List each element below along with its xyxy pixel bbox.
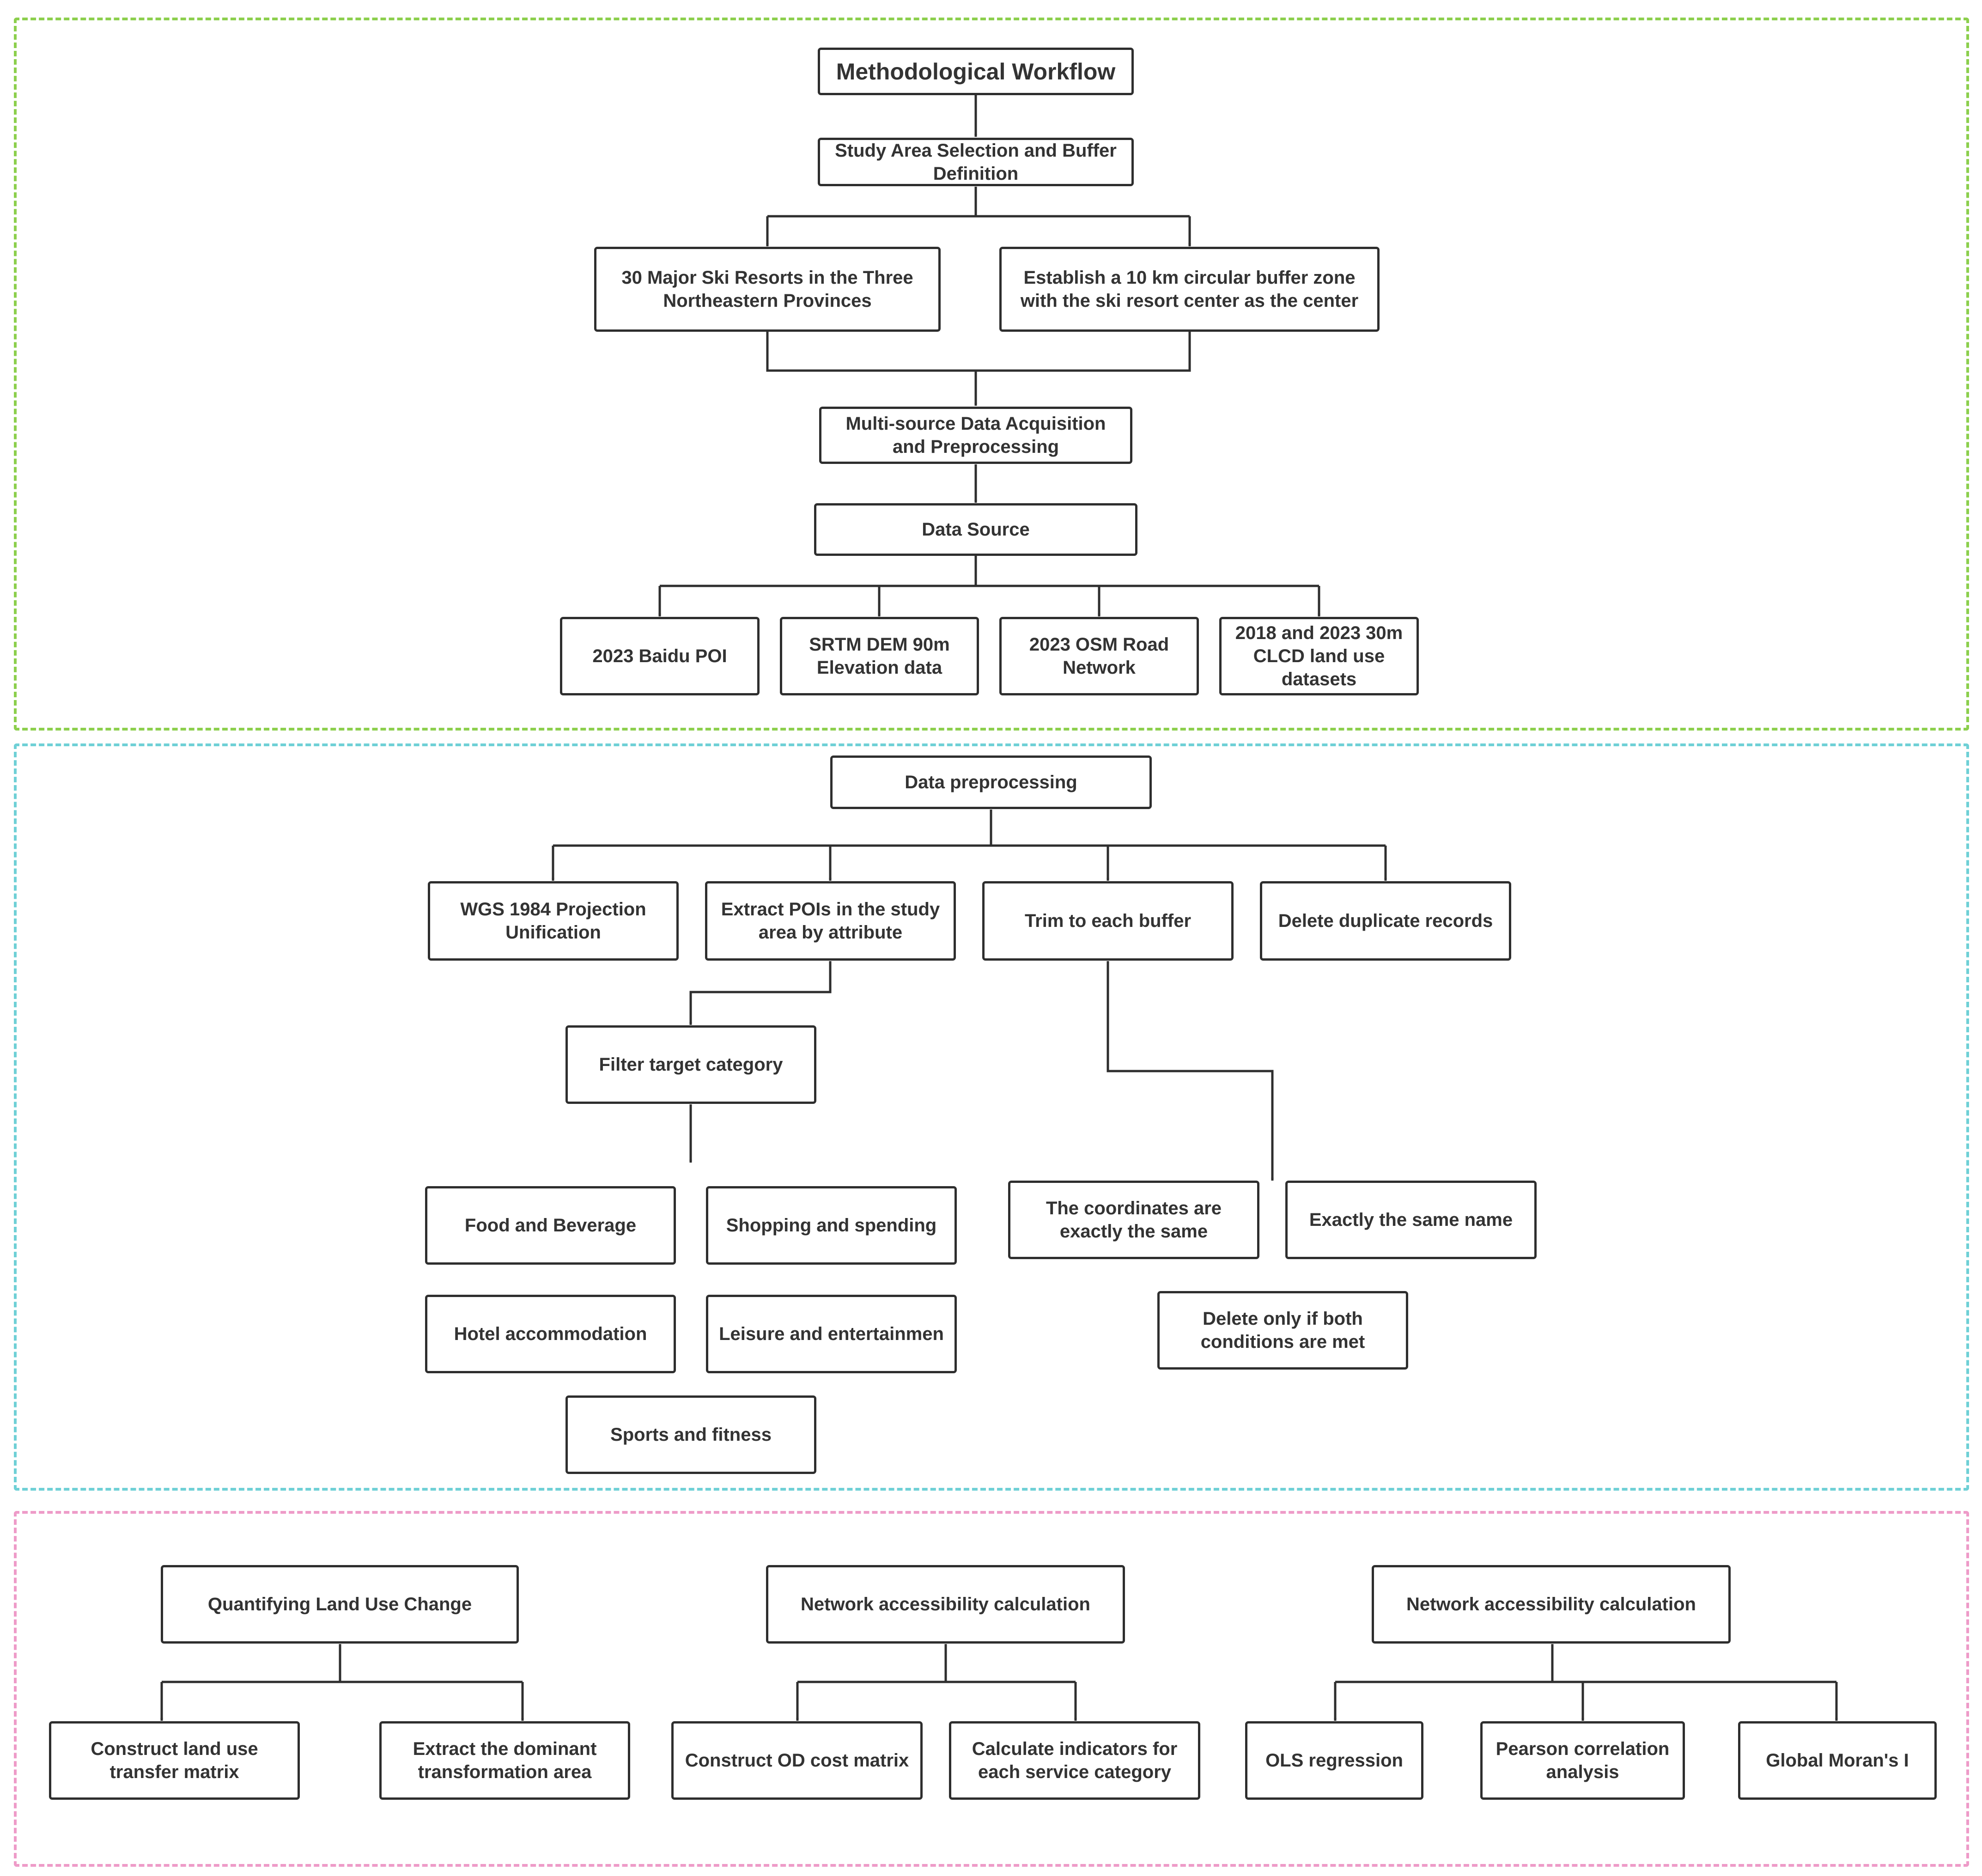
source-label-1: 2023 Baidu POI [592, 646, 727, 666]
stats-child-box-3: Global Moran's I [1738, 1721, 1937, 1800]
workflow-title-box: Methodological Workflow [818, 48, 1134, 95]
network-title-box: Network accessibility calculation [766, 1565, 1125, 1644]
dup-condition-box-2: Exactly the same name [1285, 1181, 1537, 1259]
stats-child-label-2: Pearson correlation analysis [1496, 1739, 1670, 1782]
step-box-3: Trim to each buffer [982, 881, 1234, 961]
workflow-title: Methodological Workflow [836, 58, 1116, 85]
acquisition-box: Multi-source Data Acquisition and Prepro… [819, 407, 1132, 464]
buffer-zone-box: Establish a 10 km circular buffer zone w… [999, 247, 1380, 332]
land-use-title-box: Quantifying Land Use Change [161, 1565, 519, 1644]
network-child-label-1: Construct OD cost matrix [685, 1750, 909, 1771]
source-box-3: 2023 OSM Road Network [999, 617, 1199, 695]
stats-child-box-2: Pearson correlation analysis [1480, 1721, 1685, 1800]
dup-rule-box: Delete only if both conditions are met [1157, 1291, 1408, 1370]
source-label-3: 2023 OSM Road Network [1029, 634, 1169, 678]
step-label-2: Extract POIs in the study area by attrib… [721, 899, 940, 943]
source-box-4: 2018 and 2023 30m CLCD land use datasets [1219, 617, 1419, 695]
data-acquisition-section [14, 18, 1969, 731]
data-preprocessing-section [14, 743, 1969, 1491]
connector-stats-split [1335, 1644, 1836, 1683]
category-label-2: Shopping and spending [726, 1215, 937, 1236]
category-box-4: Leisure and entertainmen [706, 1295, 957, 1373]
category-label-3: Hotel accommodation [454, 1324, 647, 1344]
source-label-2: SRTM DEM 90m Elevation data [809, 634, 950, 678]
stats-child-label-3: Global Moran's I [1766, 1750, 1909, 1771]
analysis-section [14, 1511, 1969, 1867]
data-source-label: Data Source [922, 519, 1030, 540]
land-use-child-box-1: Construct land use transfer matrix [49, 1721, 300, 1800]
category-box-2: Shopping and spending [706, 1186, 957, 1265]
dup-condition-box-1: The coordinates are exactly the same [1008, 1181, 1259, 1259]
category-box-3: Hotel accommodation [425, 1295, 676, 1373]
source-label-4: 2018 and 2023 30m CLCD land use datasets [1235, 623, 1403, 689]
land-use-child-box-2: Extract the dominant transformation area [379, 1721, 630, 1800]
data-source-box: Data Source [814, 503, 1137, 556]
ski-resorts-box: 30 Major Ski Resorts in the Three Northe… [594, 247, 941, 332]
arrow-to-dup-conditions [1107, 961, 1274, 1181]
study-area-box: Study Area Selection and Buffer Definiti… [818, 138, 1134, 186]
category-label-5: Sports and fitness [610, 1425, 772, 1445]
connector-merge [766, 331, 1191, 372]
preprocessing-title-box: Data preprocessing [830, 755, 1152, 809]
acquisition-label: Multi-source Data Acquisition and Prepro… [845, 414, 1106, 457]
filter-box: Filter target category [565, 1025, 816, 1104]
network-title: Network accessibility calculation [801, 1594, 1090, 1614]
connector-land-use-split [162, 1644, 523, 1683]
network-child-box-2: Calculate indicators for each service ca… [949, 1721, 1200, 1800]
land-use-child-label-2: Extract the dominant transformation area [413, 1739, 597, 1782]
dup-rule-label: Delete only if both conditions are met [1200, 1309, 1365, 1352]
step-box-4: Delete duplicate records [1260, 881, 1511, 961]
land-use-child-label-1: Construct land use transfer matrix [91, 1739, 258, 1782]
step-label-4: Delete duplicate records [1278, 911, 1493, 931]
network-child-box-1: Construct OD cost matrix [671, 1721, 923, 1800]
stats-title: Network accessibility calculation [1406, 1594, 1696, 1614]
stats-title-box: Network accessibility calculation [1372, 1565, 1731, 1644]
buffer-zone-label: Establish a 10 km circular buffer zone w… [1020, 268, 1359, 311]
filter-label: Filter target category [599, 1054, 783, 1075]
study-area-label: Study Area Selection and Buffer Definiti… [835, 140, 1117, 184]
network-child-label-2: Calculate indicators for each service ca… [972, 1739, 1178, 1782]
land-use-title: Quantifying Land Use Change [207, 1594, 472, 1614]
source-box-1: 2023 Baidu POI [560, 617, 760, 695]
step-label-1: WGS 1984 Projection Unification [460, 899, 646, 943]
stats-child-label-1: OLS regression [1265, 1750, 1403, 1771]
arrow-to-filter [689, 961, 832, 1025]
step-label-3: Trim to each buffer [1024, 911, 1192, 931]
source-box-2: SRTM DEM 90m Elevation data [780, 617, 979, 695]
preprocessing-title: Data preprocessing [905, 772, 1077, 792]
connector-preprocessing-split [553, 810, 1386, 847]
category-box-1: Food and Beverage [425, 1186, 676, 1265]
category-label-4: Leisure and entertainmen [719, 1324, 944, 1344]
connector-study-area-split [767, 187, 1190, 218]
connector-network-split [797, 1644, 1076, 1683]
stats-child-box-1: OLS regression [1245, 1721, 1423, 1800]
category-box-5: Sports and fitness [565, 1395, 816, 1474]
ski-resorts-label: 30 Major Ski Resorts in the Three Northe… [621, 268, 913, 311]
connector-data-source-split [660, 556, 1319, 587]
step-box-1: WGS 1984 Projection Unification [428, 881, 679, 961]
dup-condition-label-1: The coordinates are exactly the same [1046, 1198, 1222, 1242]
dup-condition-label-2: Exactly the same name [1309, 1210, 1513, 1230]
step-box-2: Extract POIs in the study area by attrib… [705, 881, 956, 961]
category-label-1: Food and Beverage [464, 1215, 637, 1236]
